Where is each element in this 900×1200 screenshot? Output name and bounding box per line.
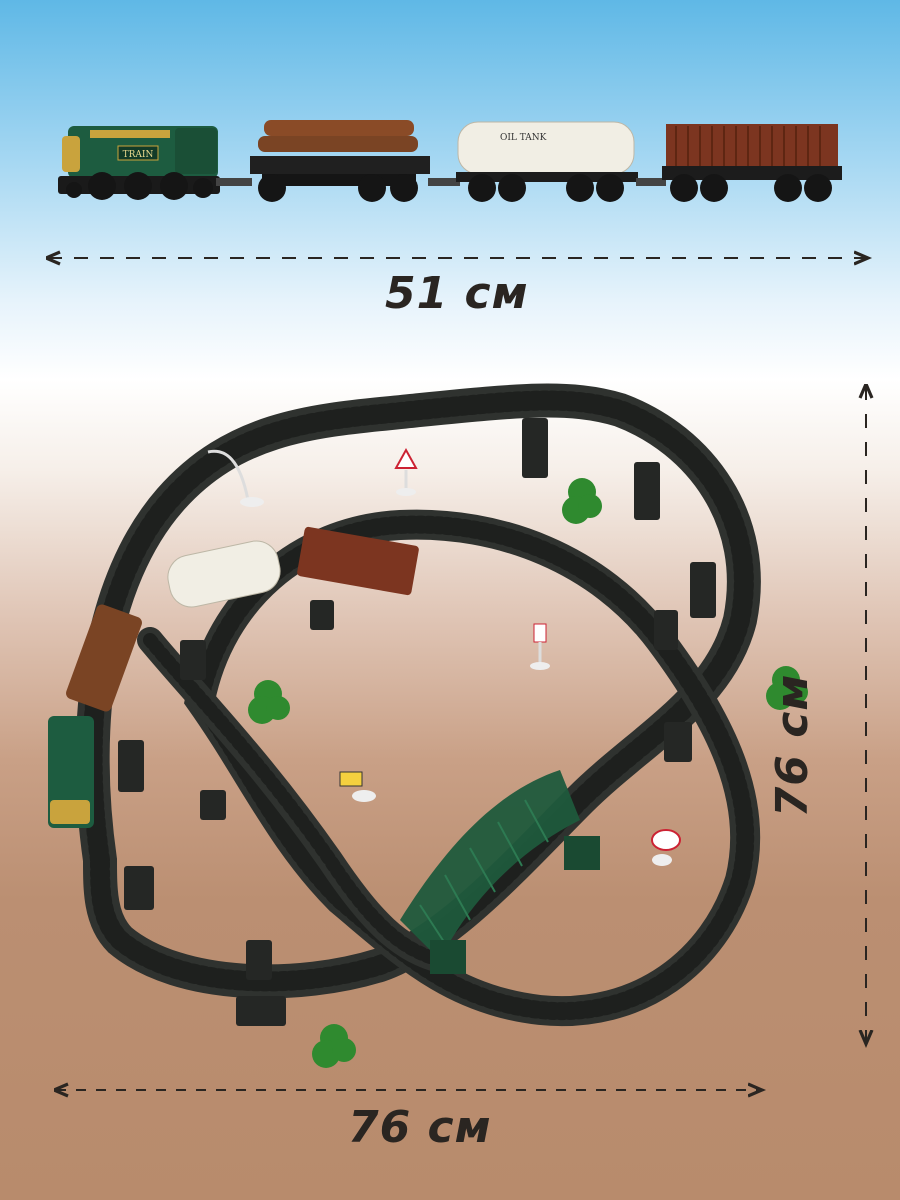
tree (248, 680, 290, 724)
inner-track-loop (184, 509, 761, 1027)
track-supports (118, 418, 716, 1026)
lamp-post (207, 449, 264, 507)
road-sign (339, 771, 376, 802)
tree (766, 666, 808, 710)
track-depth-label: 76 см (348, 1102, 492, 1153)
warning-sign (394, 447, 418, 496)
locomotive: TRAIN (58, 126, 220, 200)
trees (248, 478, 808, 1068)
signs (207, 447, 681, 866)
bridge (400, 770, 600, 974)
tank-car: OIL TANK (456, 121, 638, 202)
tree (312, 1024, 356, 1068)
tree (562, 478, 602, 524)
tank-car-text: OIL TANK (500, 133, 547, 143)
traffic-signal (530, 623, 550, 670)
train-length-label: 51 см (385, 268, 529, 319)
box-car (662, 124, 842, 202)
stop-sign (651, 829, 681, 866)
track-height-text: 76 см (767, 673, 818, 818)
track-layout (75, 383, 761, 1027)
log-car (250, 120, 430, 202)
train-set: TRAIN OIL TANK (58, 120, 842, 202)
train-on-track (48, 526, 419, 828)
locomotive-text: TRAIN (123, 150, 154, 160)
